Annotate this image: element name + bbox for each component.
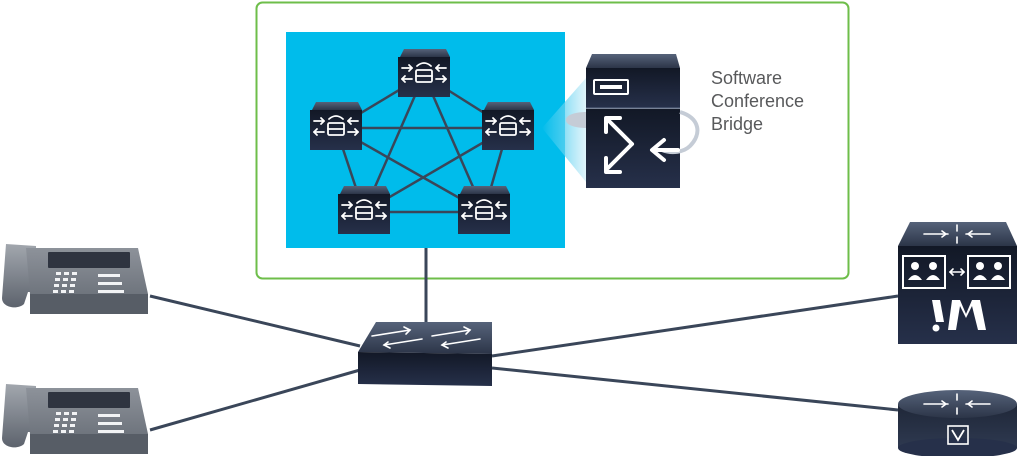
- network-links: [149, 248, 899, 432]
- ip-phone-icon: [2, 384, 148, 454]
- call-manager-server-icon: [397, 48, 451, 98]
- bridge-label-line-2: Conference: [711, 91, 805, 111]
- cluster-frame: [255, 1, 850, 280]
- call-manager-server-icon: [309, 101, 363, 151]
- conference-bridge-icon: [566, 54, 700, 188]
- callout-beam: [542, 78, 586, 182]
- network-switch-icon: [358, 322, 492, 386]
- voice-gateway-router-icon: [898, 390, 1017, 456]
- multipoint-conference-unit-icon: [898, 222, 1017, 344]
- link-switch-mcu: [491, 294, 899, 358]
- link-switch-phone-2: [149, 368, 361, 432]
- bridge-label-line-1: Software: [711, 68, 783, 88]
- link-switch-phone-1: [149, 294, 361, 348]
- conference-bridge-label: Software Conference Bridge: [711, 67, 851, 136]
- call-manager-server-icon: [481, 101, 535, 151]
- bridge-label-line-3: Bridge: [711, 114, 764, 134]
- call-manager-server-icon: [457, 185, 511, 235]
- ip-phone-icon: [2, 244, 148, 314]
- link-switch-router: [491, 366, 899, 412]
- call-manager-server-icon: [337, 185, 391, 235]
